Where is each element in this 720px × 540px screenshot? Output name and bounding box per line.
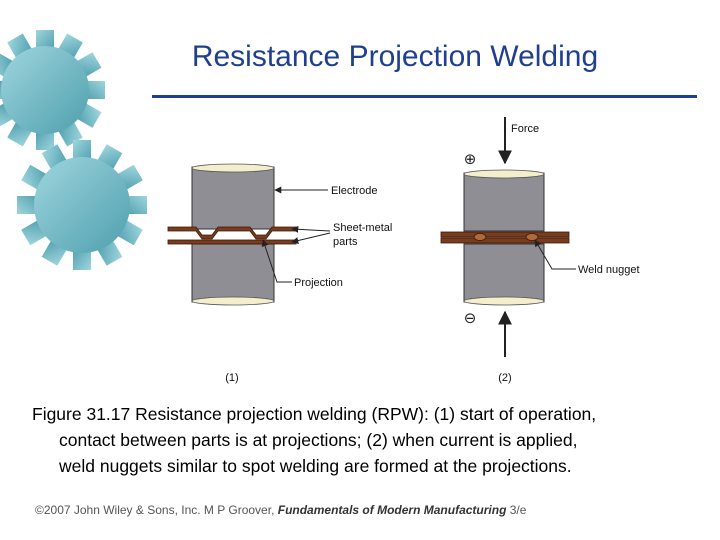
- lower-sheet-metal: [440, 237, 570, 244]
- sheet-metal-label: Sheet-metal: [333, 222, 392, 234]
- upper-sheet-metal: [440, 231, 570, 238]
- electrode-label: Electrode: [331, 185, 377, 197]
- decorative-gears: [0, 30, 147, 270]
- negative-polarity-icon: ⊖: [464, 309, 477, 327]
- footer-edition: 3/e: [506, 503, 527, 517]
- gear-icon: [0, 30, 105, 150]
- footer-book-title: Fundamentals of Modern Manufacturing: [277, 503, 507, 517]
- projection-leader: [261, 239, 292, 283]
- force-label: Force: [511, 123, 539, 135]
- caption-line: contact between parts is at projections;…: [59, 430, 578, 450]
- footer-copyright: ©2007 John Wiley & Sons, Inc. M P Groove…: [35, 503, 278, 517]
- weld-nugget: [473, 233, 487, 241]
- weld-nugget-leader: [534, 239, 576, 270]
- title-underline: [152, 95, 697, 98]
- caption-line: Figure 31.17 Resistance projection weldi…: [32, 404, 597, 424]
- slide-title: Resistance Projection Welding: [191, 40, 599, 73]
- weld-nugget-label: Weld nugget: [578, 264, 640, 276]
- stage-2-label: (2): [498, 372, 511, 384]
- sheet-metal-leader: [291, 232, 331, 244]
- electrode-tip: [463, 169, 545, 179]
- upper-electrode: [191, 166, 275, 230]
- gear-icon: [17, 140, 147, 270]
- upper-sheet-metal: [167, 226, 297, 240]
- upper-electrode: [463, 172, 545, 232]
- stage-2-diagram: (2): [440, 169, 570, 384]
- lower-electrode: [191, 243, 275, 303]
- sheet-metal-label: parts: [333, 236, 358, 248]
- caption-line: weld nuggets similar to spot welding are…: [59, 456, 572, 476]
- sheet-metal-leader: [291, 225, 331, 233]
- lower-electrode: [463, 243, 545, 303]
- weld-nugget: [525, 233, 539, 241]
- stage-1-label: (1): [225, 372, 238, 384]
- projection-label: Projection: [294, 277, 343, 289]
- projection-welding-diagram: (1) (2) ⊕ ⊖ Force Electrode Sheet-metal …: [167, 117, 640, 384]
- positive-polarity-icon: ⊕: [464, 150, 477, 168]
- stage-1-diagram: (1): [167, 163, 297, 384]
- electrode-tip: [191, 296, 275, 306]
- lower-sheet-metal: [167, 239, 297, 245]
- electrode-tip: [191, 163, 275, 173]
- figure-caption: Figure 31.17 Resistance projection weldi…: [32, 401, 702, 479]
- electrode-tip: [463, 296, 545, 306]
- copyright-footer: ©2007 John Wiley & Sons, Inc. M P Groove…: [35, 503, 526, 517]
